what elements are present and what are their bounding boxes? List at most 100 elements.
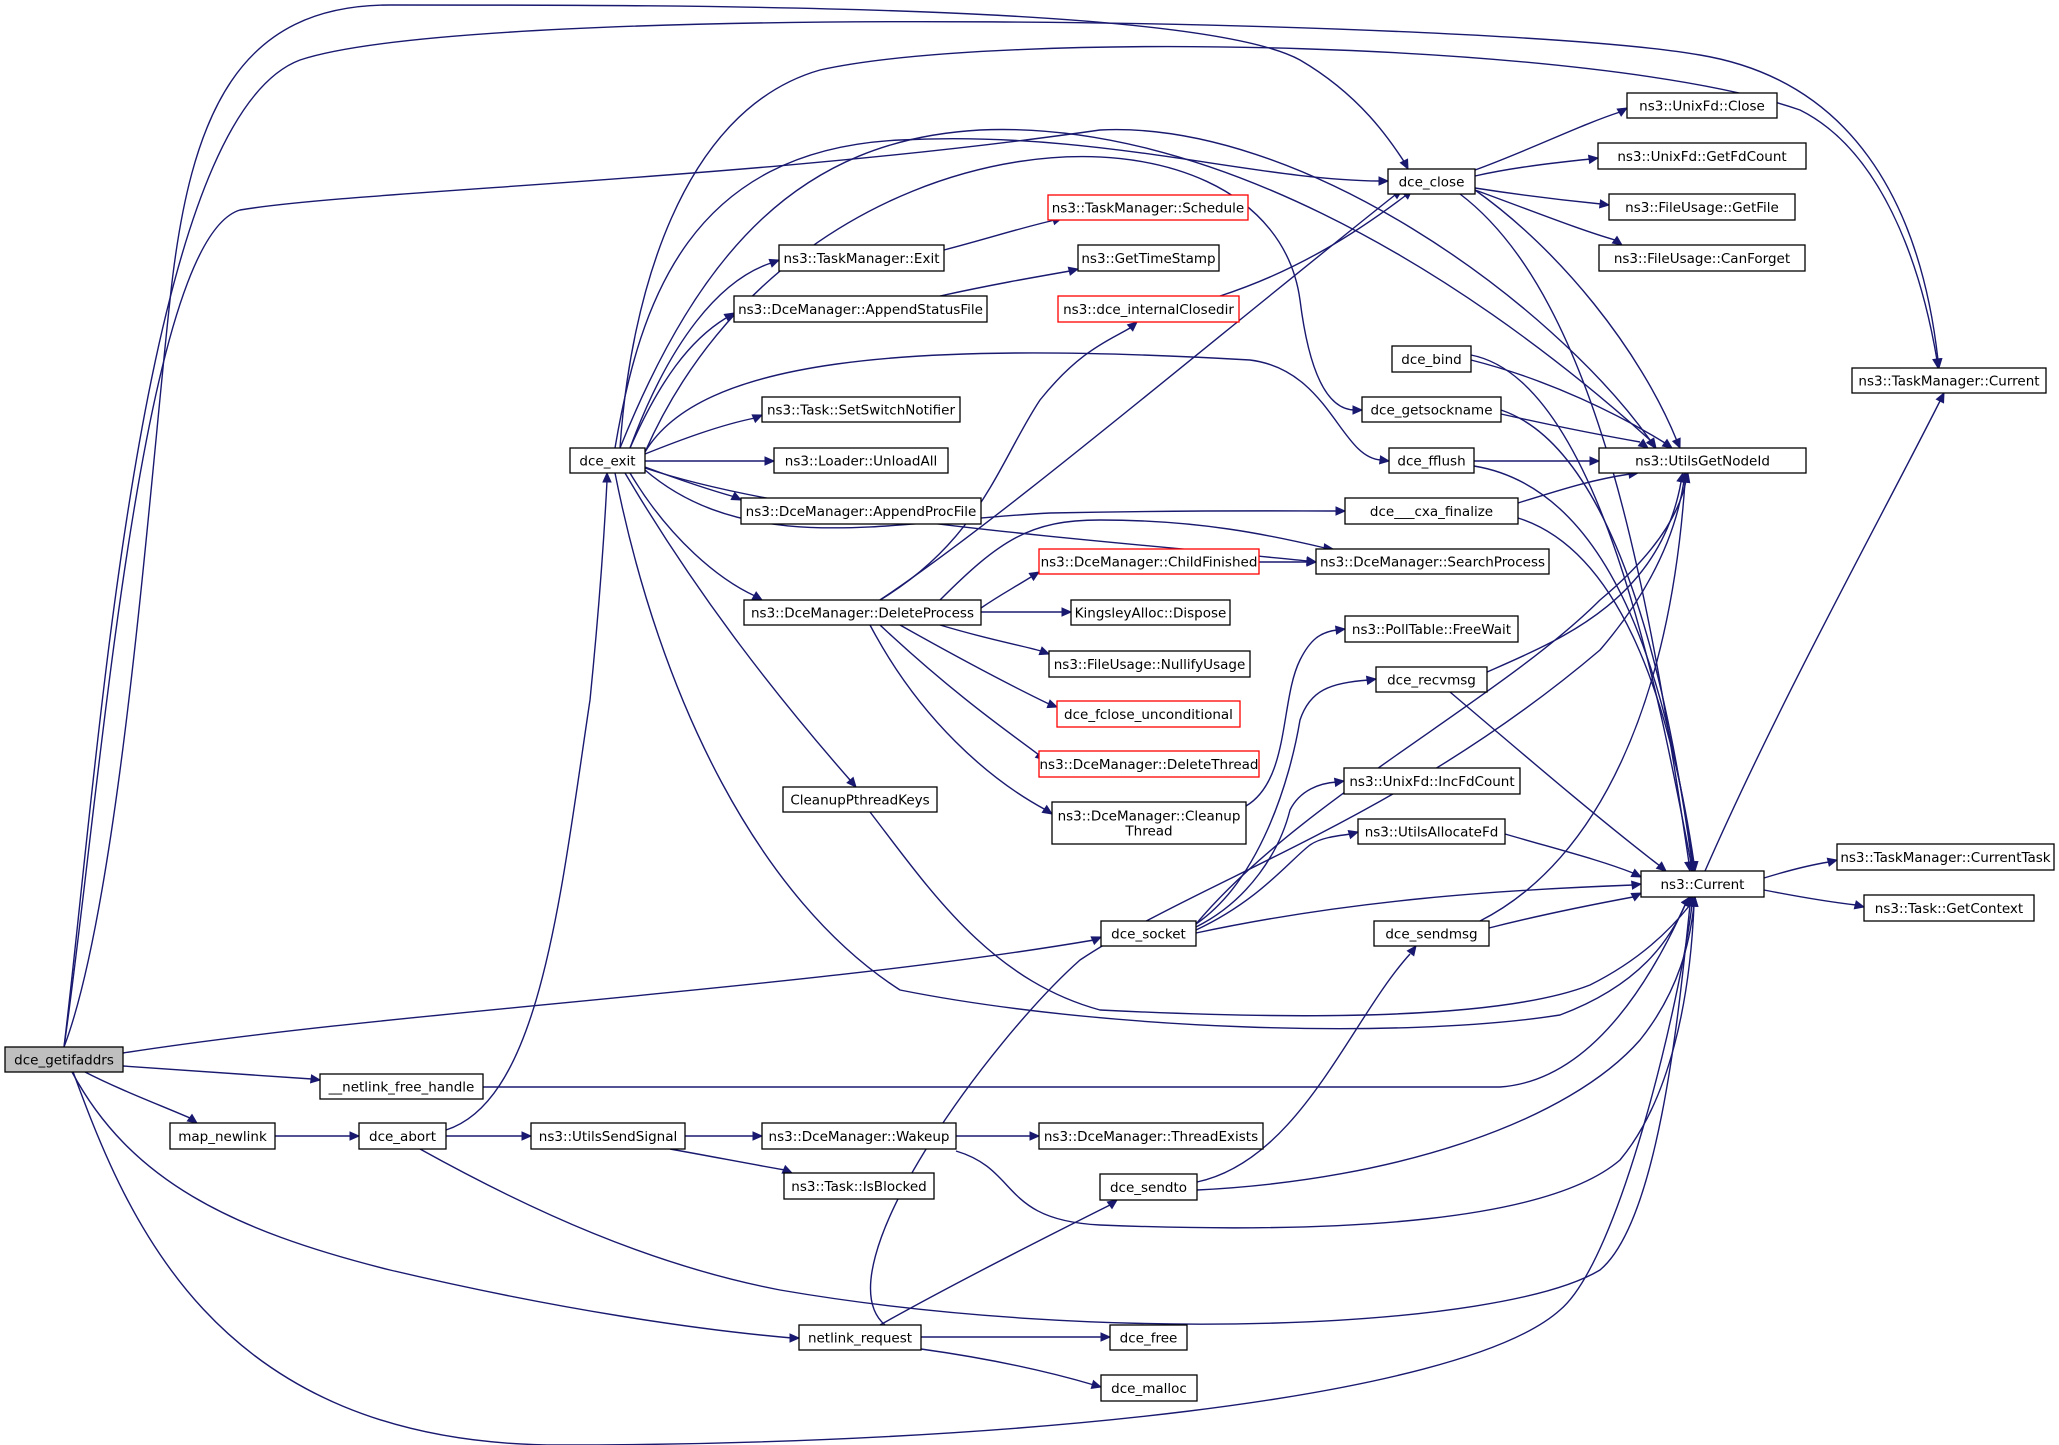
edge-dce_close-to-unixfd_getfdcount bbox=[1474, 154, 1600, 177]
arrowhead bbox=[1334, 625, 1347, 635]
node-task-switch[interactable]: ns3::Task::SetSwitchNotifier bbox=[761, 396, 961, 423]
arrowhead bbox=[1406, 945, 1417, 957]
node-cleanup-keys[interactable]: CleanupPthreadKeys bbox=[782, 786, 938, 813]
node-task-isblocked[interactable]: ns3::Task::IsBlocked bbox=[783, 1172, 935, 1200]
node-tm-schedule[interactable]: ns3::TaskManager::Schedule bbox=[1047, 194, 1249, 221]
node-fu-getfile[interactable]: ns3::FileUsage::GetFile bbox=[1608, 193, 1796, 221]
edge-dm_delete_process-to-internal_closedir bbox=[879, 321, 1138, 601]
edge-line bbox=[483, 904, 1686, 1088]
node-netlink-request[interactable]: netlink_request bbox=[798, 1324, 922, 1351]
node-ns3-current[interactable]: ns3::Current bbox=[1640, 870, 1765, 898]
edge-dce_fflush-to-ns3_current bbox=[1473, 465, 1698, 873]
node-label: ns3::GetTimeStamp bbox=[1081, 251, 1215, 267]
node-label: map_newlink bbox=[178, 1129, 267, 1145]
edge-line bbox=[1196, 953, 1411, 1183]
arrowhead bbox=[1853, 900, 1866, 910]
node-tm-current-task[interactable]: ns3::TaskManager::CurrentTask bbox=[1836, 843, 2055, 871]
node-exit[interactable]: dce_exit bbox=[569, 447, 646, 474]
node-dm-search-process[interactable]: ns3::DceManager::SearchProcess bbox=[1315, 548, 1550, 575]
node-kingsley-dispose[interactable]: KingsleyAlloc::Dispose bbox=[1070, 599, 1231, 626]
node-dm-append-status[interactable]: ns3::DceManager::AppendStatusFile bbox=[733, 295, 988, 323]
node-label: dce_fclose_unconditional bbox=[1064, 707, 1233, 723]
node-box bbox=[1391, 345, 1472, 373]
node-box bbox=[1070, 599, 1231, 626]
node-dm-threadexists[interactable]: ns3::DceManager::ThreadExists bbox=[1038, 1122, 1264, 1150]
node-dm-delete-process[interactable]: ns3::DceManager::DeleteProcess bbox=[743, 599, 982, 626]
node-unixfd-getfdcount[interactable]: ns3::UnixFd::GetFdCount bbox=[1597, 142, 1807, 170]
node-netlink-free[interactable]: __netlink_free_handle bbox=[319, 1073, 484, 1100]
edge-netlink_request-to-dce_sendto bbox=[879, 1199, 1119, 1326]
arrowhead bbox=[1046, 699, 1059, 709]
arrowhead bbox=[602, 471, 612, 483]
edge-line bbox=[1500, 413, 1641, 443]
node-dm-wakeup[interactable]: ns3::DceManager::Wakeup bbox=[761, 1122, 957, 1150]
node-dce-recvmsg[interactable]: dce_recvmsg bbox=[1375, 666, 1488, 693]
node-box bbox=[1357, 818, 1506, 845]
edge-line bbox=[619, 128, 1651, 449]
node-label: ns3::DceManager::SearchProcess bbox=[1320, 555, 1545, 571]
node-dce-getsockname[interactable]: dce_getsockname bbox=[1361, 396, 1502, 423]
node-label: ns3::Loader::UnloadAll bbox=[785, 454, 937, 470]
node-dce-free[interactable]: dce_free bbox=[1109, 1324, 1188, 1351]
node-fclose-uncond[interactable]: dce_fclose_unconditional bbox=[1056, 700, 1241, 728]
edge-line bbox=[879, 194, 1396, 601]
node-utils-allocate-fd[interactable]: ns3::UtilsAllocateFd bbox=[1357, 818, 1506, 845]
edge-line bbox=[920, 1348, 1095, 1386]
edge-line bbox=[955, 904, 1695, 1229]
node-label: ns3::Task::IsBlocked bbox=[791, 1179, 926, 1195]
node-dce-fflush[interactable]: dce_fflush bbox=[1388, 447, 1475, 474]
node-get-timestamp[interactable]: ns3::GetTimeStamp bbox=[1077, 244, 1220, 272]
edge-exit-to-tm_exit bbox=[629, 258, 781, 449]
edge-line bbox=[63, 20, 1939, 1048]
arrowhead bbox=[1637, 438, 1649, 449]
node-utils-getnodeid[interactable]: ns3::UtilsGetNodeId bbox=[1598, 447, 1807, 474]
node-dce-bind[interactable]: dce_bind bbox=[1391, 345, 1472, 373]
node-polltable-freewait[interactable]: ns3::PollTable::FreeWait bbox=[1344, 615, 1519, 643]
node-getifaddrs[interactable]: dce_getifaddrs bbox=[4, 1046, 124, 1073]
node-label: ns3::dce_internalClosedir bbox=[1063, 302, 1234, 318]
node-box bbox=[4, 1046, 124, 1073]
edge-line bbox=[1474, 189, 1616, 241]
node-cxa-finalize[interactable]: dce___cxa_finalize bbox=[1344, 497, 1519, 525]
node-task-getcontext[interactable]: ns3::Task::GetContext bbox=[1863, 894, 2035, 922]
node-tm-current[interactable]: ns3::TaskManager::Current bbox=[1851, 367, 2047, 394]
node-unixfd-close[interactable]: ns3::UnixFd::Close bbox=[1626, 92, 1778, 119]
node-label: dce_recvmsg bbox=[1387, 673, 1476, 689]
node-utils-send-signal[interactable]: ns3::UtilsSendSignal bbox=[530, 1122, 686, 1150]
edge-line bbox=[1195, 833, 1352, 931]
arrowhead bbox=[1935, 391, 1945, 404]
edge-line bbox=[1470, 354, 1692, 864]
node-label: CleanupPthreadKeys bbox=[790, 793, 929, 809]
edge-line bbox=[1517, 517, 1695, 864]
node-internal-closedir[interactable]: ns3::dce_internalClosedir bbox=[1057, 295, 1240, 323]
edge-line bbox=[879, 327, 1131, 601]
node-unixfd-incfdcount[interactable]: ns3::UnixFd::IncFdCount bbox=[1343, 767, 1521, 795]
arrowhead bbox=[1676, 471, 1686, 484]
node-map-newlink[interactable]: map_newlink bbox=[169, 1122, 276, 1150]
node-dce-sendmsg[interactable]: dce_sendmsg bbox=[1373, 920, 1490, 947]
edge-line bbox=[445, 480, 608, 1131]
node-dm-append-proc[interactable]: ns3::DceManager::AppendProcFile bbox=[740, 497, 982, 525]
node-dm-child-finished[interactable]: ns3::DceManager::ChildFinished bbox=[1038, 548, 1260, 575]
edge-ns3_current-to-tm_current_task bbox=[1763, 857, 1839, 879]
arrowhead bbox=[1630, 868, 1643, 878]
edge-line bbox=[644, 352, 1382, 461]
node-dce-close[interactable]: dce_close bbox=[1387, 168, 1476, 195]
node-tm-exit[interactable]: ns3::TaskManager::Exit bbox=[778, 244, 945, 272]
node-fu-nullify[interactable]: ns3::FileUsage::NullifyUsage bbox=[1048, 650, 1251, 678]
node-abort[interactable]: dce_abort bbox=[358, 1122, 447, 1150]
edge-dce_getsockname-to-ns3_current bbox=[1500, 409, 1697, 873]
node-dce-sendto[interactable]: dce_sendto bbox=[1099, 1173, 1198, 1201]
arrowhead bbox=[1826, 857, 1839, 867]
node-box bbox=[1361, 396, 1502, 423]
node-label: dce_fflush bbox=[1397, 454, 1465, 470]
node-dce-socket[interactable]: dce_socket bbox=[1100, 920, 1197, 947]
arrowhead bbox=[730, 491, 743, 501]
node-fu-canforget[interactable]: ns3::FileUsage::CanForget bbox=[1598, 244, 1806, 272]
node-dm-delete-thread[interactable]: ns3::DceManager::DeleteThread bbox=[1038, 750, 1260, 778]
arrowhead bbox=[1126, 321, 1138, 332]
node-box bbox=[569, 447, 646, 474]
node-loader-unload[interactable]: ns3::Loader::UnloadAll bbox=[773, 447, 949, 474]
node-dce-malloc[interactable]: dce_malloc bbox=[1100, 1374, 1198, 1402]
